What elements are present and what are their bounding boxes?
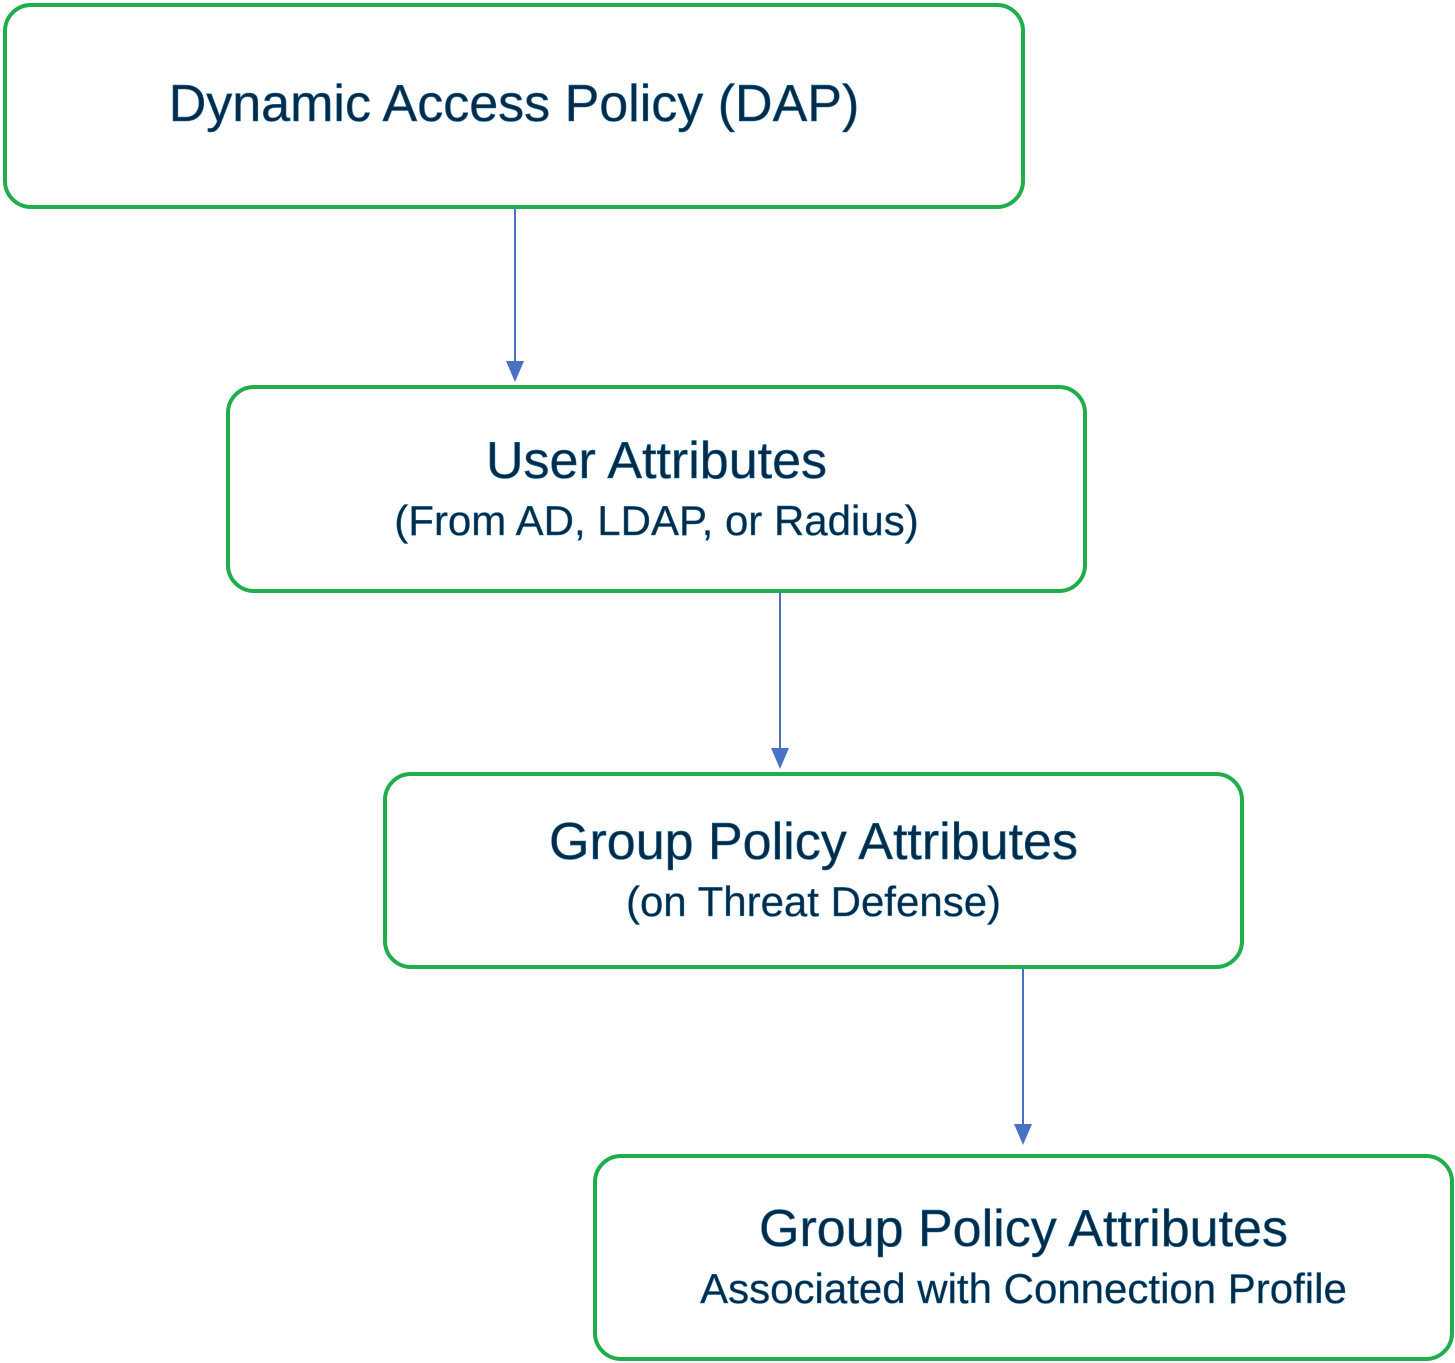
node-dynamic-access-policy: Dynamic Access Policy (DAP): [3, 3, 1025, 209]
node-title: Dynamic Access Policy (DAP): [168, 75, 860, 134]
node-title: User Attributes: [485, 431, 828, 491]
node-title: Group Policy Attributes: [759, 1200, 1289, 1259]
node-title: Group Policy Attributes: [549, 813, 1079, 872]
node-subtitle: (From AD, LDAP, or Radius): [394, 496, 919, 544]
edge-user-to-group-policy: [771, 593, 789, 769]
node-group-policy-attributes: Group Policy Attributes (on Threat Defen…: [383, 772, 1244, 969]
edge-dap-to-user: [506, 209, 524, 382]
node-subtitle: Associated with Connection Profile: [700, 1265, 1347, 1313]
node-subtitle: (on Threat Defense): [625, 878, 1002, 926]
arrowhead-icon: [1014, 1124, 1032, 1145]
edge-group-policy-to-connection-profile: [1014, 969, 1032, 1145]
arrowhead-icon: [771, 748, 789, 769]
node-user-attributes: User Attributes (From AD, LDAP, or Radiu…: [226, 385, 1087, 593]
arrowhead-icon: [506, 361, 524, 382]
node-connection-profile-attributes: Group Policy Attributes Associated with …: [593, 1154, 1454, 1361]
